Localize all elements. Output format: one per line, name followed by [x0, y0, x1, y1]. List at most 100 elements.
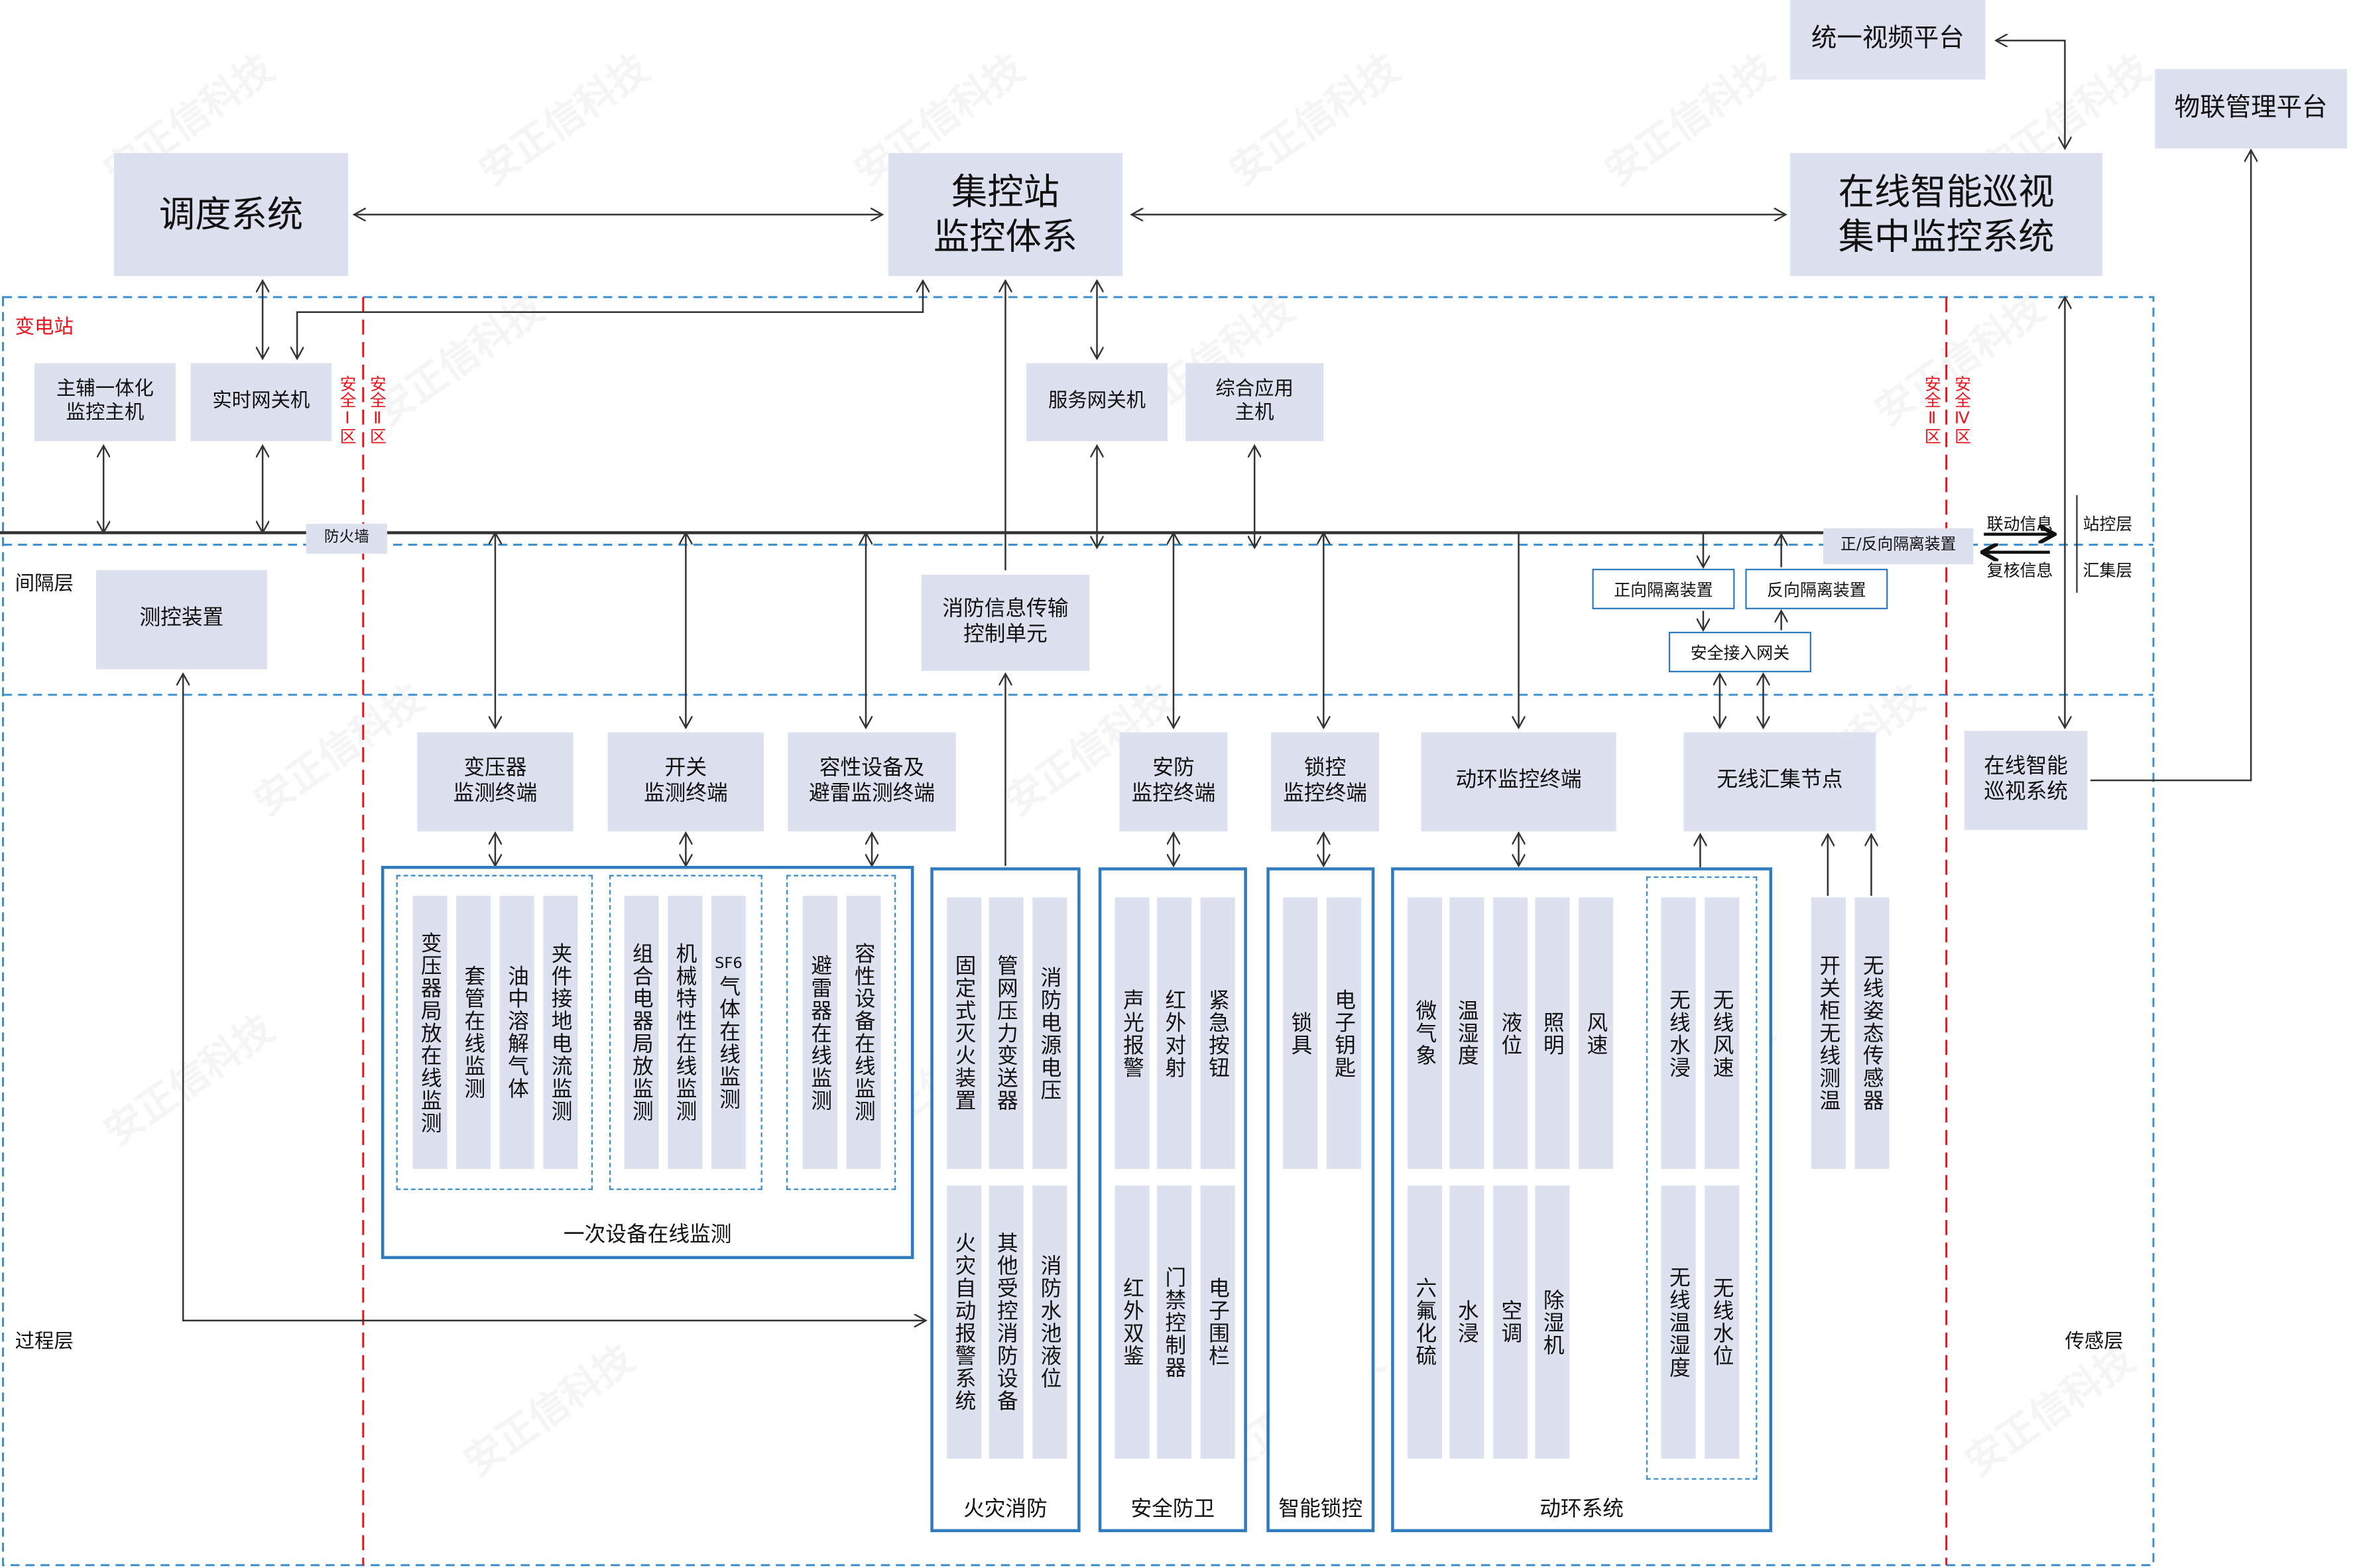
measure-control-label: 测控装置	[139, 606, 224, 631]
security-item[interactable]: 声光报警	[1115, 897, 1150, 1170]
switch-subgroup	[609, 874, 762, 1190]
primary-item[interactable]: 容性设备在线监测	[846, 896, 881, 1170]
capacitive-lightning-terminal[interactable]: 容性设备及 避雷监测终端	[788, 732, 956, 831]
env-item[interactable]: 水浸	[1449, 1185, 1484, 1459]
watermark: 安正信科技	[457, 1337, 643, 1486]
service-gateway[interactable]: 服务网关机	[1026, 363, 1168, 442]
transformer-monitoring-terminal[interactable]: 变压器 监测终端	[417, 732, 573, 831]
security-item-label: 门禁控制器	[1162, 1266, 1187, 1378]
bay-layer-label: 间隔层	[15, 573, 74, 596]
wireless-env-item-label: 无线水位	[1710, 1277, 1734, 1367]
forward-isolation-label: 正向隔离装置	[1614, 579, 1713, 600]
wireless-env-item[interactable]: 无线风速	[1705, 897, 1740, 1170]
wireless-aggregation-node[interactable]: 无线汇集节点	[1683, 732, 1876, 831]
zone-1-label: 安全Ⅰ区	[337, 375, 357, 444]
inspection-line1: 在线智能	[1984, 754, 2068, 778]
primary-item[interactable]: 机械特性在线监测	[668, 896, 703, 1170]
fire-item-label: 固定式灭火装置	[952, 954, 977, 1113]
bidirectional-isolation-device[interactable]: 正/反向隔离装置	[1823, 528, 1974, 565]
primary-item[interactable]: 套管在线监测	[456, 896, 491, 1170]
env-item[interactable]: 除湿机	[1535, 1185, 1570, 1459]
env-item[interactable]: 液位	[1493, 897, 1528, 1170]
realtime-gateway-label: 实时网关机	[212, 390, 310, 413]
control-center-system[interactable]: 集控站 监控体系	[888, 152, 1123, 276]
wireless-env-item[interactable]: 无线温湿度	[1661, 1185, 1696, 1459]
fire-item[interactable]: 固定式灭火装置	[947, 897, 982, 1170]
fire-item[interactable]: 管网压力变送器	[989, 897, 1024, 1170]
primary-item[interactable]: 油中溶解气体	[499, 896, 534, 1170]
transformer-subgroup	[396, 874, 593, 1190]
realtime-gateway[interactable]: 实时网关机	[190, 363, 332, 442]
online-inspection-system[interactable]: 在线智能 巡视系统	[1964, 731, 2088, 830]
security-item[interactable]: 红外双鉴	[1115, 1185, 1150, 1459]
station-control-layer-label: 站控层	[2082, 514, 2133, 534]
dispatch-system[interactable]: 调度系统	[114, 152, 349, 276]
integrated-app-host[interactable]: 综合应用 主机	[1185, 363, 1324, 442]
forward-isolation-device[interactable]: 正向隔离装置	[1592, 568, 1735, 609]
security-item[interactable]: 紧急按钮	[1200, 897, 1235, 1170]
wireless-sensor[interactable]: 开关柜无线测温	[1811, 897, 1846, 1170]
fire-item[interactable]: 消防水池液位	[1032, 1185, 1067, 1459]
env-item[interactable]: 微气象	[1408, 897, 1443, 1170]
primary-item[interactable]: SF6 气体在线监测	[711, 896, 746, 1170]
video-platform-label: 统一视频平台	[1811, 23, 1964, 54]
watermark: 安正信科技	[367, 286, 553, 436]
security-item-label: 电子围栏	[1205, 1277, 1230, 1367]
reverse-isolation-label: 反向隔离装置	[1767, 579, 1866, 600]
dispatch-system-label: 调度系统	[158, 193, 304, 236]
wireless-env-item[interactable]: 无线水位	[1705, 1185, 1740, 1459]
primary-item[interactable]: 避雷器在线监测	[802, 896, 837, 1170]
fire-group-title: 火灾消防	[963, 1497, 1048, 1522]
reverse-isolation-device[interactable]: 反向隔离装置	[1745, 568, 1888, 609]
inspection-center-system[interactable]: 在线智能巡视 集中监控系统	[1790, 152, 2103, 276]
main-aux-host-line2: 监控主机	[66, 402, 145, 425]
security-group-title: 安全防卫	[1130, 1497, 1215, 1522]
env-item[interactable]: 空调	[1493, 1185, 1528, 1459]
lock-terminal-line2: 监控终端	[1283, 782, 1367, 806]
security-item[interactable]: 红外对射	[1157, 897, 1192, 1170]
main-aux-monitoring-host[interactable]: 主辅一体化 监控主机	[34, 363, 176, 442]
env-item-label: 除湿机	[1540, 1288, 1565, 1356]
transformer-terminal-line2: 监测终端	[453, 782, 538, 806]
measure-control-device[interactable]: 测控装置	[95, 570, 267, 670]
unified-video-platform[interactable]: 统一视频平台	[1790, 0, 1986, 80]
wireless-env-item[interactable]: 无线水浸	[1661, 897, 1696, 1170]
primary-item[interactable]: 组合电器局放监测	[624, 896, 659, 1170]
secure-access-gateway[interactable]: 安全接入网关	[1668, 631, 1811, 673]
primary-item-label: 夹件接地电流监测	[548, 942, 573, 1123]
wireless-sensor[interactable]: 无线姿态传感器	[1854, 897, 1890, 1170]
switch-monitoring-terminal[interactable]: 开关 监测终端	[607, 732, 764, 831]
security-monitoring-terminal[interactable]: 安防 监控终端	[1119, 732, 1228, 831]
env-item[interactable]: 温湿度	[1449, 897, 1484, 1170]
lock-item[interactable]: 电子钥匙	[1326, 897, 1361, 1170]
watermark: 安正信科技	[472, 46, 658, 196]
fire-item[interactable]: 消防电源电压	[1032, 897, 1067, 1170]
security-item[interactable]: 门禁控制器	[1157, 1185, 1192, 1459]
process-layer-label: 过程层	[15, 1331, 74, 1354]
fire-item-label: 管网压力变送器	[994, 954, 1018, 1113]
env-item-label: 水浸	[1455, 1299, 1479, 1345]
lock-item[interactable]: 锁具	[1283, 897, 1318, 1170]
fire-item[interactable]: 其他受控消防设备	[989, 1185, 1024, 1459]
env-item-label: 液位	[1498, 1010, 1523, 1056]
env-item-label: 照明	[1540, 1010, 1565, 1056]
env-monitoring-terminal[interactable]: 动环监控终端	[1421, 732, 1616, 831]
env-item[interactable]: 风速	[1579, 897, 1614, 1170]
primary-item-label: 气体在线监测	[716, 975, 741, 1110]
fire-item[interactable]: 火灾自动报警系统	[947, 1185, 982, 1459]
app-host-line1: 综合应用	[1215, 377, 1294, 400]
primary-item[interactable]: 夹件接地电流监测	[543, 896, 578, 1170]
firewall[interactable]: 防火墙	[306, 523, 387, 554]
primary-item[interactable]: 变压器局放在线监测	[412, 896, 448, 1170]
iot-management-platform[interactable]: 物联管理平台	[2155, 69, 2347, 149]
lock-monitoring-terminal[interactable]: 锁控 监控终端	[1271, 732, 1380, 831]
env-item[interactable]: 照明	[1535, 897, 1570, 1170]
firewall-label: 防火墙	[324, 529, 369, 546]
env-item[interactable]: 六氟化硫	[1408, 1185, 1443, 1459]
secure-gateway-label: 安全接入网关	[1690, 642, 1790, 663]
fire-item-label: 消防电源电压	[1038, 965, 1062, 1101]
fire-info-transmission-unit[interactable]: 消防信息传输 控制单元	[921, 574, 1090, 671]
control-center-line2: 监控体系	[933, 215, 1078, 259]
transformer-terminal-line1: 变压器	[463, 755, 527, 780]
security-item[interactable]: 电子围栏	[1200, 1185, 1235, 1459]
